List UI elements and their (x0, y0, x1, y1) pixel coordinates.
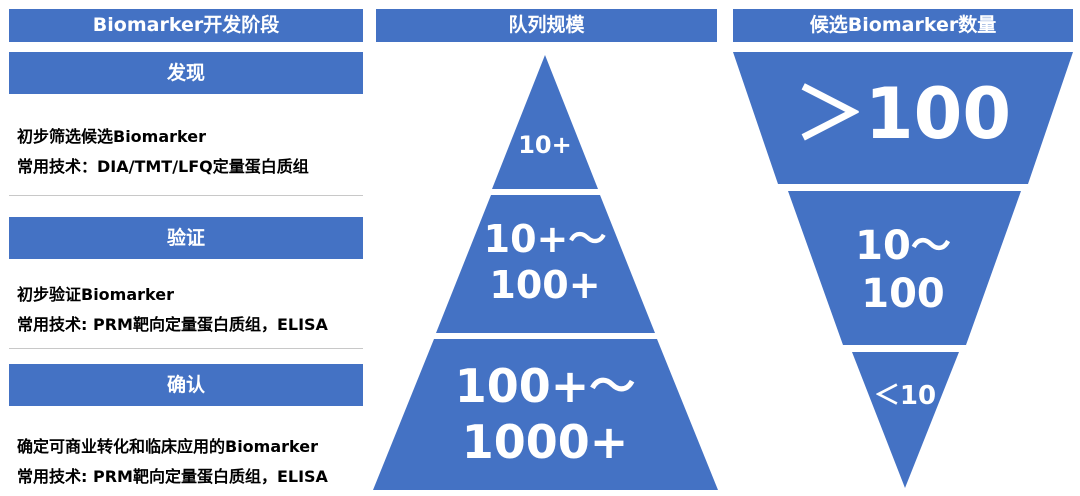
pyramid-tier-bottom-line: 1000+ (461, 415, 629, 469)
stage-validation-desc: 初步验证Biomarker (17, 285, 174, 304)
funnel-tier-middle (788, 191, 1021, 345)
funnel-tier-middle-line: 10～ (855, 223, 951, 269)
stage-validation-title: 验证 (9, 217, 363, 259)
pyramid-tier-middle-line: 10+～ (483, 217, 607, 261)
pyramid-tier-bottom-line: 100+～ (454, 359, 636, 413)
pyramid-tier-top (492, 55, 598, 189)
pyramid-tier-middle (436, 195, 655, 333)
funnel-tier-top (733, 52, 1073, 184)
pyramid-tier-top-label: 10+ (485, 130, 605, 160)
funnel-tier-middle-label: 10～ 100 (803, 222, 1003, 318)
stage-column-header: Biomarker开发阶段 (9, 9, 363, 42)
cohort-column-header: 队列规模 (376, 9, 717, 42)
funnel-tier-bottom-label: ＜10 (855, 380, 955, 412)
pyramid-tier-bottom-label: 100+～ 1000+ (415, 358, 675, 470)
pyramid-tier-middle-label: 10+～ 100+ (445, 216, 645, 308)
stage-divider (9, 195, 363, 196)
stage-discovery-desc: 初步筛选候选Biomarker (17, 127, 206, 146)
stage-divider (9, 348, 363, 349)
stage-discovery-info: 初步筛选候选Biomarker 常用技术：DIA/TMT/LFQ定量蛋白质组 (17, 122, 363, 182)
stage-validation-tech: 常用技术: PRM靶向定量蛋白质组，ELISA (17, 315, 328, 334)
funnel-tier-middle-line: 100 (861, 271, 945, 317)
stage-confirmation-title: 确认 (9, 364, 363, 406)
funnel-tier-top-line: ＞100 (794, 73, 1012, 155)
stage-validation-info: 初步验证Biomarker 常用技术: PRM靶向定量蛋白质组，ELISA (17, 280, 363, 340)
stage-discovery-tech: 常用技术：DIA/TMT/LFQ定量蛋白质组 (17, 157, 309, 176)
stage-confirmation-info: 确定可商业转化和临床应用的Biomarker 常用技术: PRM靶向定量蛋白质组… (17, 432, 363, 492)
pyramid-tier-middle-line: 100+ (489, 263, 601, 307)
stage-discovery-title: 发现 (9, 52, 363, 94)
stage-confirmation-tech: 常用技术: PRM靶向定量蛋白质组，ELISA (17, 467, 328, 486)
candidates-column-header: 候选Biomarker数量 (733, 9, 1073, 42)
funnel-tier-bottom (852, 352, 959, 488)
pyramid-tier-top-line: 10+ (518, 131, 572, 159)
funnel-tier-bottom-line: ＜10 (873, 381, 937, 411)
stage-confirmation-desc: 确定可商业转化和临床应用的Biomarker (17, 437, 318, 456)
funnel-tier-top-label: ＞100 (753, 74, 1053, 154)
pyramid-tier-bottom (373, 339, 718, 490)
